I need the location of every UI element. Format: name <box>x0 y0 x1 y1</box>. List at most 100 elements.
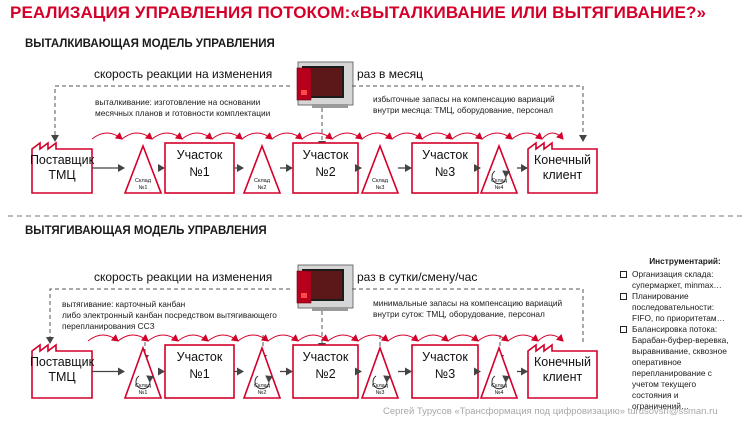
push-row-flow-arc <box>511 132 543 140</box>
note-line: выталкивание: изготовление на основании <box>95 97 261 107</box>
push-row-flow-arc <box>481 132 513 140</box>
push-row-flow-arc <box>91 132 123 140</box>
computer-tower-icon <box>296 270 312 304</box>
cycle-arrow-icon <box>135 375 155 390</box>
tools-panel: Инструментарий: Организация склада:супер… <box>612 256 750 412</box>
pull-row-flow-arc <box>537 333 564 342</box>
pull-row-flow-arc <box>417 334 449 342</box>
note-line: перепланирования ССЗ <box>62 321 155 331</box>
pull-speed-label: скорость реакции на изменения <box>94 270 273 284</box>
push-row-flow-arc <box>121 132 153 140</box>
note-line: внутри суток: ТМЦ, оборудование, персона… <box>373 309 545 319</box>
pull-row-flow-arc <box>87 334 119 342</box>
push-row-flow-arc <box>271 132 303 140</box>
tools-line: Барабан-буфер-веревка, <box>632 335 729 345</box>
pull-row-flow-arc <box>237 334 269 342</box>
push-row-warehouse-2 <box>242 143 282 194</box>
pull-row-flow-arc <box>387 334 419 342</box>
pull-demand-line <box>352 288 584 343</box>
pull-row-warehouse-3 <box>360 345 400 399</box>
cycle-arrow-icon <box>372 375 392 390</box>
pull-row-flow-arc <box>507 334 539 342</box>
computer-tower-icon <box>296 67 312 101</box>
pull-row-flow-arc <box>147 334 179 342</box>
push-planning-line <box>51 85 290 142</box>
pull-note-right: минимальные запасы на компенсацию вариац… <box>373 298 562 320</box>
push-note-right: избыточные запасы на компенсацию вариаци… <box>373 94 555 116</box>
tools-title: Инструментарий: <box>649 256 721 266</box>
note-line: месячных планов и готовности комплектаци… <box>95 108 271 118</box>
pull-heading: ВЫТЯГИВАЮЩАЯ МОДЕЛЬ УПРАВЛЕНИЯ <box>25 225 267 237</box>
cycle-arrow-icon <box>491 170 511 185</box>
tools-line: перепланирование с <box>632 368 712 378</box>
push-speed-label: скорость реакции на изменения <box>94 67 273 81</box>
pull-row-section-2 <box>292 344 359 399</box>
push-row-flow-arc <box>451 132 483 140</box>
tools-item: Организация склада:супермаркет, minmax… <box>612 269 750 291</box>
computer-tower-light-icon <box>301 90 307 95</box>
tools-line: последовательности: <box>632 302 715 312</box>
pull-row-flow-arc <box>207 334 239 342</box>
push-row-section-3 <box>411 142 479 194</box>
computer-tower-light-icon <box>301 293 307 298</box>
push-heading: ВЫТАЛКИВАЮЩАЯ МОДЕЛЬ УПРАВЛЕНИЯ <box>25 38 275 50</box>
pull-row-flow-arc <box>447 334 479 342</box>
push-row-flow-arc <box>151 132 183 140</box>
pull-row-flow-arc <box>327 334 359 342</box>
push-row-supplier <box>31 141 93 194</box>
checkbox-icon <box>620 271 627 278</box>
pull-note-left: вытягивание: карточный канбан либо элект… <box>62 299 277 332</box>
tools-line: учетом текущего <box>632 379 697 389</box>
push-row-customer <box>527 141 598 194</box>
push-row-flow-arc <box>331 132 363 140</box>
tools-item: Балансировка потока:Барабан-буфер-веревк… <box>612 324 750 412</box>
computer-keyboard-icon <box>312 307 348 311</box>
pull-planning-line <box>46 288 290 344</box>
pull-row-warehouse-4 <box>479 345 519 399</box>
pull-frequency: раз в сутки/смену/час <box>357 270 478 284</box>
push-row-flow-arc <box>421 132 453 140</box>
push-row-flow-arc <box>241 132 273 140</box>
checkbox-icon <box>620 293 627 300</box>
push-demand-line <box>352 85 587 142</box>
tools-line: Организация склада: <box>632 269 714 279</box>
checkbox-icon <box>620 326 627 333</box>
push-row-section-2 <box>292 142 359 194</box>
push-row-warehouse-4 <box>479 143 519 194</box>
tools-line: супермаркет, minmax… <box>632 280 722 290</box>
note-line: вытягивание: карточный канбан <box>62 299 186 309</box>
pull-row-flow-arc <box>117 334 149 342</box>
pull-row-warehouse-2 <box>242 345 282 399</box>
pull-row-supplier <box>31 343 93 399</box>
push-row-flow-arc <box>541 131 564 140</box>
tools-line: состояния и <box>632 390 679 400</box>
pull-row-warehouse-1 <box>123 345 163 399</box>
pull-row-flow-arc <box>267 334 299 342</box>
pull-row-section-1 <box>164 344 235 399</box>
footer-credit: Сергей Турусов «Трансформация под цифров… <box>383 406 718 417</box>
push-row-section-1 <box>164 142 235 194</box>
push-row-flow-arc <box>391 132 423 140</box>
pull-row-flow-arc <box>357 334 389 342</box>
pull-row-flow-arc <box>297 334 329 342</box>
note-line: внутри месяца: ТМЦ, оборудование, персон… <box>373 105 553 115</box>
